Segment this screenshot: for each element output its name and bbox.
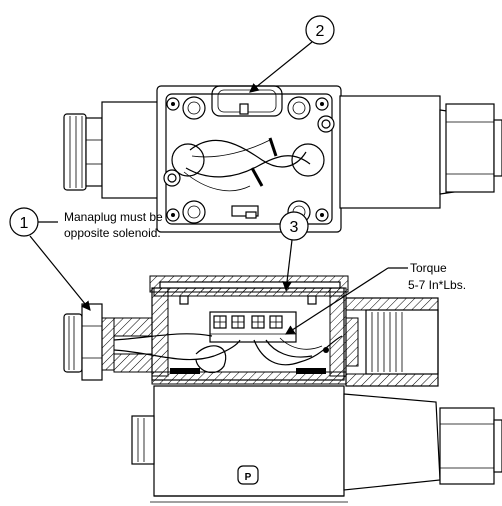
top-left-gland bbox=[63, 101, 159, 199]
torque-note-line2: 5-7 In*Lbs. bbox=[408, 278, 466, 292]
terminal-block bbox=[209, 311, 297, 343]
manaplug-note-line1: Manaplug must be bbox=[64, 210, 163, 224]
callout-3-number: 3 bbox=[290, 219, 299, 236]
port-badge bbox=[237, 465, 259, 485]
lower-solenoid-body bbox=[131, 385, 502, 503]
section-view bbox=[63, 275, 502, 503]
top-right-connector bbox=[339, 95, 502, 209]
torque-note: Torque 5-7 In*Lbs. bbox=[284, 261, 466, 335]
section-left-plug bbox=[63, 303, 115, 381]
section-right-port bbox=[345, 297, 439, 387]
torque-note-line1: Torque bbox=[410, 261, 447, 275]
manaplug-note-line2: opposite solenoid. bbox=[64, 226, 161, 240]
callout-1: 1 Manaplug must be opposite solenoid. bbox=[9, 207, 163, 311]
callout-2-number: 2 bbox=[316, 23, 325, 40]
callout-3: 3 bbox=[279, 211, 309, 292]
port-badge-letter: P bbox=[245, 472, 252, 483]
top-view bbox=[63, 85, 502, 233]
top-housing bbox=[156, 85, 342, 233]
callout-1-number: 1 bbox=[20, 215, 29, 232]
callout-2: 2 bbox=[249, 15, 335, 93]
